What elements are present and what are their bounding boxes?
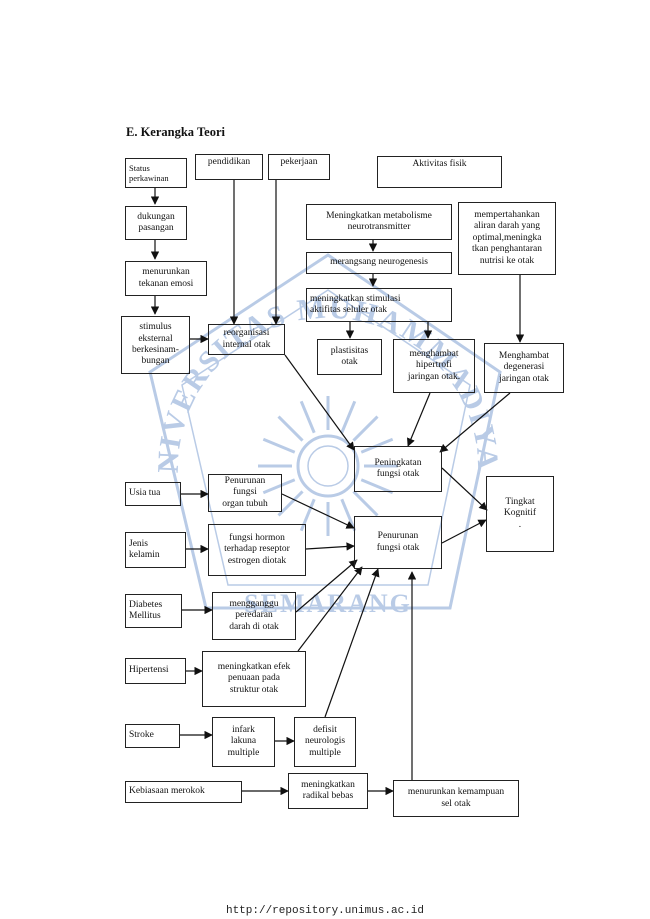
seal-ray: [277, 490, 304, 517]
node-menurunkan-kemampuan-sel: menurunkan kemampuan sel otak: [393, 780, 519, 817]
seal-pentagon-outline: [148, 253, 502, 610]
node-radikal-bebas: meningkatkan radikal bebas: [288, 773, 368, 809]
seal-ray: [340, 400, 357, 434]
node-peningkatan-fungsi-otak: Peningkatan fungsi otak: [354, 446, 442, 492]
node-reorganisasi-internal: reorganisasi internal otak: [208, 324, 285, 355]
node-meningkatkan-metabolisme: Meningkatkan metabolisme neurotransmitte…: [306, 204, 452, 240]
seal-sun-rays-icon: [258, 396, 398, 536]
node-menghambat-degenerasi: Menghambat degenerasi jaringan otak: [484, 343, 564, 393]
node-diabetes-mellitus: Diabetes Mellitus: [125, 594, 182, 628]
node-plastisitas-otak: plastisitas otak: [317, 339, 382, 375]
node-mengganggu-peredaran: mengganggu peredaran darah di otak: [212, 592, 296, 640]
node-efek-penuaan: meningkatkan efek penuaan pada struktur …: [202, 651, 306, 707]
node-penurunan-fungsi-otak: Penurunan fungsi otak: [354, 516, 442, 569]
seal-ray: [262, 437, 296, 454]
node-dukungan-pasangan: dukungan pasangan: [125, 206, 187, 240]
node-jenis-kelamin: Jenis kelamin: [125, 532, 186, 568]
node-tingkat-kognitif: Tingkat Kognitif .: [486, 476, 554, 552]
arrow-peningkatan-to-kognitif: [441, 467, 488, 511]
university-seal-icon: [296, 434, 360, 498]
node-aktivitas-fisik: Aktivitas fisik: [377, 156, 502, 188]
arrow-penurunan-to-kognitif: [441, 519, 487, 544]
arrow-efek-to-penurunan: [297, 566, 363, 652]
seal-ray: [262, 478, 296, 495]
seal-ray: [299, 400, 316, 434]
arrow-mengganggu-to-penurunan: [295, 559, 358, 613]
seal-ray: [352, 490, 379, 517]
arrow-hormon-to-penurunan: [305, 542, 355, 551]
node-usia-tua: Usia tua: [125, 482, 181, 506]
node-merangsang-neurogenesis: merangsang neurogenesis: [306, 252, 452, 274]
node-pekerjaan: pekerjaan: [268, 154, 330, 180]
node-penurunan-fungsi-organ: Penurunan fungsi organ tubuh: [208, 474, 282, 512]
node-hipertensi: Hipertensi: [125, 658, 186, 684]
node-stroke: Stroke: [125, 724, 180, 748]
arrow-defisit-to-penurunan: [324, 568, 380, 718]
node-menghambat-hipertrofi: menghambat hipertrofi jaringan otak.: [393, 339, 475, 393]
arrow-hipertrofi-to-peningkatan: [407, 392, 431, 447]
seal-ray: [360, 437, 394, 454]
node-infark-lakuna: infark lakuna multiple: [212, 717, 275, 767]
node-stimulus-eksternal: stimulus eksternal berkesinam- bungan: [121, 316, 190, 374]
section-heading: E. Kerangka Teori: [126, 125, 225, 139]
arrow-degenerasi-to-peningkatan: [439, 392, 511, 453]
node-fungsi-hormon: fungsi hormon terhadap reseptor estrogen…: [208, 524, 306, 576]
arrow-organ-to-penurunan: [281, 493, 355, 529]
seal-ray: [277, 415, 304, 442]
footer-url: http://repository.unimus.ac.id: [225, 905, 425, 917]
node-defisit-neurologis: defisit neurologis multiple: [294, 717, 356, 767]
node-status-perkawinan: Status perkawinan: [125, 158, 187, 188]
seal-ray: [352, 415, 379, 442]
node-menurunkan-tekanan-emosi: menurunkan tekanan emosi: [125, 261, 207, 296]
node-kebiasaan-merokok: Kebiasaan merokok: [125, 781, 242, 803]
node-mempertahankan-aliran: mempertahankan aliran darah yang optimal…: [458, 202, 556, 275]
seal-ray: [360, 478, 394, 495]
node-meningkatkan-stimulasi: meningkatkan stimulasi aktifitas seluler…: [306, 288, 452, 322]
seal-ray: [299, 498, 316, 532]
arrow-reorganisasi-to-peningkatan: [284, 354, 355, 451]
node-pendidikan: pendidikan: [195, 154, 263, 180]
